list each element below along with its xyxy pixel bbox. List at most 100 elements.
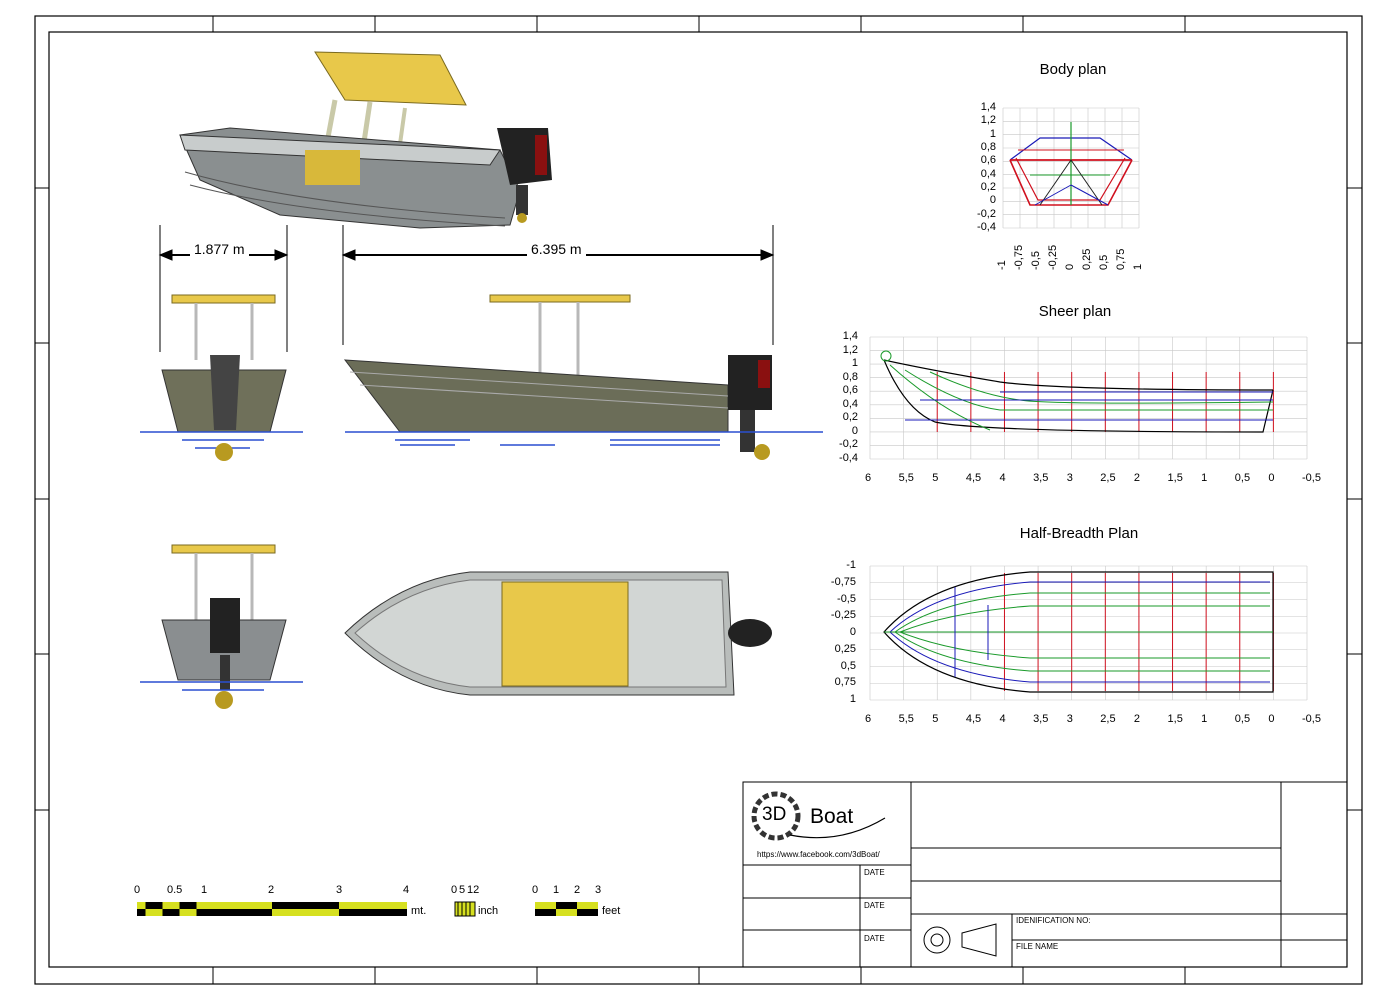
body-plan-ytick-5: 0,4: [980, 167, 996, 180]
3dboat-logo: [751, 791, 886, 841]
feet-tick-0: 0: [532, 884, 539, 896]
logo-url[interactable]: https://www.facebook.com/3dBoat/: [757, 850, 880, 859]
body-plan-xtick-1: -0,75: [1013, 244, 1025, 270]
side-view: [343, 294, 823, 460]
metric-tick-3: 2: [268, 884, 275, 896]
feet-tick-3: 3: [595, 884, 602, 896]
inch-tick-0: 0: [451, 884, 458, 896]
feet-unit: feet: [602, 905, 621, 917]
sheer-line: [883, 359, 1274, 391]
body-plan-xtick-2: -0,5: [1030, 251, 1042, 270]
sheer-plan-xtick-11: 0,5: [1234, 472, 1251, 484]
body-plan-xtick-6: 0,5: [1098, 254, 1110, 270]
body-plan-ytick-4: 0,6: [980, 154, 996, 167]
half-breadth-ytick-3: -0,25: [830, 609, 856, 622]
date-label-2: DATE: [864, 901, 885, 910]
body-plan-ytick-0: 1,4: [980, 101, 996, 113]
sheer-plan-ytick-6: 0,2: [842, 411, 858, 424]
half-breadth-ytick-7: 0,75: [834, 676, 856, 689]
sheer-plan-xtick-10: 1: [1201, 472, 1208, 484]
sheer-plan-ytick-5: 0,4: [842, 397, 858, 410]
sheer-plan-xtick-12: 0: [1268, 472, 1275, 484]
file-name-label: FILE NAME: [1016, 942, 1059, 951]
sheer-plan-xtick-13: -0,5: [1302, 472, 1321, 484]
half-breadth-ytick-6: 0,5: [840, 659, 856, 672]
body-plan-xtick-4: 0: [1064, 263, 1076, 270]
half-breadth-ytick-4: 0: [849, 626, 856, 638]
body-plan-ytick-7: 0: [989, 194, 996, 207]
body-plan-ytick-2: 1: [989, 127, 996, 140]
keel-line: [883, 359, 1274, 433]
half-breadth-xtick-10: 1: [1201, 713, 1208, 725]
body-plan-title: Body plan: [1039, 61, 1107, 78]
sheer-plan-xtick-4: 4: [999, 472, 1006, 484]
half-breadth-xtick-5: 3,5: [1033, 713, 1049, 725]
metric-tick-0: 0: [134, 884, 141, 896]
sheer-plan-xtick-5: 3,5: [1033, 472, 1049, 484]
sheer-plan-ytick-8: -0,2: [839, 438, 858, 451]
sheer-plan-chart: [869, 336, 1308, 460]
top-view: [344, 571, 772, 696]
metric-tick-1: 0.5: [167, 884, 183, 896]
half-breadth-ytick-0: -1: [846, 559, 856, 571]
sheer-plan-xtick-9: 1,5: [1167, 472, 1183, 484]
sheer-plan-ytick-7: 0: [851, 424, 858, 437]
half-breadth-ytick-2: -0,5: [837, 592, 856, 605]
logo-3d-text: 3D: [762, 804, 787, 825]
sheer-plan-title: Sheer plan: [1038, 303, 1112, 320]
sheer-plan-ytick-9: -0,4: [839, 452, 858, 464]
body-plan-xtick-3: -0,25: [1047, 244, 1059, 270]
metric-tick-4: 3: [336, 884, 343, 896]
metric-tick-2: 1: [201, 884, 208, 896]
half-breadth-xtick-3: 4,5: [965, 713, 982, 725]
title-block: [742, 781, 1348, 968]
half-breadth-xtick-0: 6: [865, 713, 872, 725]
sheer-plan-xtick-1: 5,5: [898, 472, 914, 484]
projection-symbol: [923, 923, 997, 957]
logo-boat-text: Boat: [810, 805, 854, 828]
rear-view: [140, 544, 303, 709]
body-plan-ytick-6: 0,2: [980, 181, 996, 193]
feet-tick-2: 2: [574, 884, 581, 896]
body-plan-xtick-7: 0,75: [1115, 248, 1127, 270]
body-plan-xtick-8: 1: [1132, 263, 1144, 270]
inch-unit: inch: [478, 905, 499, 917]
half-breadth-xtick-11: 0,5: [1234, 713, 1251, 725]
half-breadth-xtick-6: 3: [1066, 713, 1073, 725]
front-view: [140, 294, 303, 461]
body-plan-chart: [1002, 107, 1140, 229]
metric-unit: mt.: [411, 905, 427, 917]
sheer-plan-xtick-3: 4,5: [965, 472, 982, 484]
half-breadth-ytick-5: 0,25: [834, 642, 856, 655]
sheer-plan-xtick-6: 3: [1066, 472, 1073, 484]
half-breadth-chart: [869, 565, 1308, 701]
inch-tick-2: 12: [467, 884, 480, 896]
body-plan-ytick-1: 1,2: [980, 114, 996, 127]
sheer-plan-xtick-2: 5: [932, 472, 939, 484]
half-breadth-xtick-8: 2: [1133, 713, 1141, 725]
date-label-3: DATE: [864, 934, 885, 943]
half-breadth-xtick-1: 5,5: [898, 713, 914, 725]
half-breadth-title: Half-Breadth Plan: [1019, 525, 1139, 542]
sheer-plan-ytick-0: 1,4: [842, 330, 858, 342]
half-breadth-xtick-7: 2,5: [1100, 713, 1116, 725]
body-plan-sections-red: [1009, 159, 1133, 206]
body-plan-xtick-5: 0,25: [1081, 248, 1093, 270]
perspective-render: [179, 51, 552, 229]
body-plan-xtick-0: -1: [996, 260, 1008, 270]
body-plan-ytick-9: -0,4: [977, 221, 996, 233]
feet-tick-1: 1: [553, 884, 560, 896]
sheer-plan-ytick-2: 1: [851, 357, 858, 370]
scale-bars: [137, 901, 598, 917]
sheer-plan-ytick-3: 0,8: [842, 370, 858, 383]
length-dimension-label: 6.395 m: [527, 241, 586, 257]
sheer-plan-ytick-1: 1,2: [842, 343, 858, 356]
date-label-1: DATE: [864, 868, 885, 877]
body-plan-ytick-8: -0,2: [977, 207, 996, 220]
sheer-plan-xtick-8: 2: [1133, 472, 1141, 484]
half-breadth-xtick-4: 4: [999, 713, 1006, 725]
sheer-plan-xtick-0: 6: [865, 472, 872, 484]
beam-dimension-label: 1.877 m: [190, 241, 249, 257]
sheer-plan-xtick-7: 2,5: [1100, 472, 1116, 484]
